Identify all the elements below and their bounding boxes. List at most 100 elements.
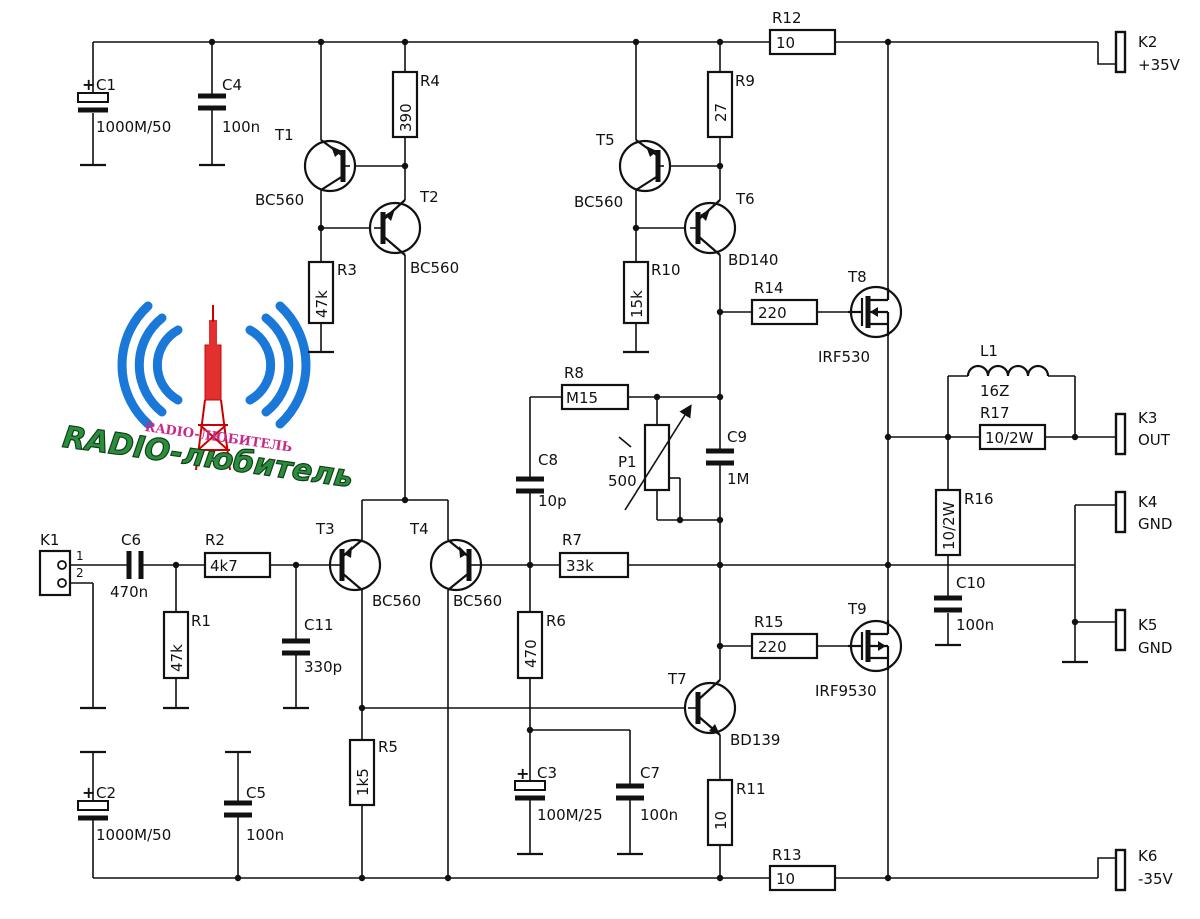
resistor-r15: R15 220 <box>750 613 819 660</box>
k2-label: +35V <box>1138 56 1181 74</box>
r10-value: 15k <box>628 290 646 318</box>
transistor-t9: T9 IRF9530 <box>815 600 903 700</box>
t8-type: IRF530 <box>818 348 870 366</box>
c1-value: 1000M/50 <box>96 118 171 136</box>
r7-value: 33k <box>566 557 594 575</box>
r2-name: R2 <box>205 531 225 549</box>
c9-name: C9 <box>727 428 747 446</box>
inductor-l1: L1 16Z <box>966 342 1050 400</box>
capacitor-c7: C7 100n <box>616 764 678 824</box>
connector-k1: K1 1 2 <box>38 531 84 597</box>
svg-text:+: + <box>516 764 529 783</box>
l1-value: 16Z <box>980 382 1009 400</box>
transistor-t2: T2 BC560 <box>368 188 459 277</box>
svg-text:+: + <box>82 783 95 802</box>
radio-lyubitel-logo: RADIO-ЛЮБИТЕЛЬ RADIO-любитель <box>60 301 356 496</box>
r4-value: 390 <box>397 103 415 132</box>
r8-value: M15 <box>566 389 598 407</box>
k2-name: K2 <box>1138 33 1157 51</box>
resistor-r1: R1 47k <box>162 610 211 680</box>
junctions <box>172 38 1079 882</box>
p1-name: P1 <box>618 453 637 471</box>
resistor-r8: R8 M15 <box>560 364 630 411</box>
t2-type: BC560 <box>410 259 459 277</box>
c11-name: C11 <box>304 616 334 634</box>
capacitor-c2: + C2 1000M/50 <box>77 783 171 844</box>
r16-name: R16 <box>964 490 994 508</box>
resistor-r16: R16 10/2W <box>934 488 994 557</box>
k5-label: GND <box>1138 639 1172 657</box>
r1-name: R1 <box>191 612 211 630</box>
connector-k2: K2 +35V <box>1097 30 1181 74</box>
r14-name: R14 <box>754 279 784 297</box>
resistor-r5: R5 1k5 <box>348 738 398 807</box>
transistor-t3: T3 BC560 <box>315 520 421 610</box>
t9-name: T9 <box>847 600 867 618</box>
connector-k5: K5 GND <box>1114 608 1172 657</box>
radio-waves-icon <box>117 301 311 429</box>
c2-value: 1000M/50 <box>96 826 171 844</box>
t9-type: IRF9530 <box>815 682 877 700</box>
t7-name: T7 <box>667 670 687 688</box>
t4-name: T4 <box>409 520 429 538</box>
c8-name: C8 <box>538 451 558 469</box>
resistor-r14: R14 220 <box>750 279 819 326</box>
r9-value: 27 <box>712 103 730 122</box>
r16-value: 10/2W <box>940 501 958 550</box>
r7-name: R7 <box>562 531 582 549</box>
r11-value: 10 <box>712 811 730 830</box>
p1-value: 500 <box>608 472 637 490</box>
c4-value: 100n <box>222 118 260 136</box>
r5-name: R5 <box>378 738 398 756</box>
c6-name: C6 <box>121 531 141 549</box>
c10-name: C10 <box>956 574 986 592</box>
resistor-r6: R6 470 <box>516 610 566 680</box>
capacitor-c10: C10 100n <box>934 574 994 634</box>
r17-value: 10/2W <box>985 429 1034 447</box>
r1-value: 47k <box>168 644 186 672</box>
t6-type: BD140 <box>728 251 778 269</box>
capacitor-c4: C4 100n <box>198 76 260 136</box>
r13-name: R13 <box>772 846 802 864</box>
c3-name: C3 <box>537 764 557 782</box>
capacitor-c1: + C1 1000M/50 <box>77 75 171 136</box>
t7-type: BD139 <box>730 731 780 749</box>
r3-name: R3 <box>337 261 357 279</box>
r17-name: R17 <box>980 404 1010 422</box>
capacitor-c8: C8 10p <box>516 451 567 510</box>
antenna-tower-icon <box>195 305 231 471</box>
c5-name: C5 <box>246 784 266 802</box>
c1-name: C1 <box>96 76 116 94</box>
r15-name: R15 <box>754 613 784 631</box>
c9-value: 1M <box>727 470 750 488</box>
capacitor-c5: C5 100n <box>224 784 284 844</box>
t1-name: T1 <box>274 126 294 144</box>
c7-value: 100n <box>640 806 678 824</box>
transistor-t5: T5 BC560 <box>574 131 672 211</box>
connector-k4: K4 GND <box>1114 490 1172 534</box>
transistor-t6: T6 BD140 <box>683 190 778 269</box>
capacitor-c9: C9 1M <box>706 428 750 488</box>
r6-name: R6 <box>546 612 566 630</box>
c10-value: 100n <box>956 616 994 634</box>
c2-name: C2 <box>96 784 116 802</box>
transistor-t1: T1 BC560 <box>255 126 357 209</box>
k4-name: K4 <box>1138 493 1157 511</box>
r3-value: 47k <box>313 290 331 318</box>
k5-name: K5 <box>1138 616 1157 634</box>
potentiometer-p1: P1 500 <box>608 404 692 511</box>
r12-value: 10 <box>776 34 795 52</box>
resistor-r4: R4 390 <box>391 70 440 139</box>
c7-name: C7 <box>640 764 660 782</box>
r15-value: 220 <box>758 638 787 656</box>
transistor-t7: T7 BD139 <box>667 670 780 749</box>
resistor-r9: R9 27 <box>706 70 755 139</box>
k1-pin2: 2 <box>76 566 84 580</box>
transistor-t8: T8 IRF530 <box>818 268 903 366</box>
c5-value: 100n <box>246 826 284 844</box>
r10-name: R10 <box>651 261 681 279</box>
t3-type: BC560 <box>372 592 421 610</box>
r6-value: 470 <box>522 639 540 668</box>
capacitor-c11: C11 330p <box>282 616 342 676</box>
